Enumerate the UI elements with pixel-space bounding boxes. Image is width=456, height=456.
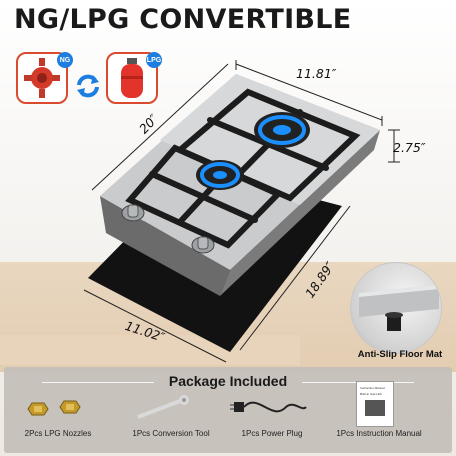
manual-cover-line1: Instruction Manual	[360, 386, 385, 390]
divider-left	[42, 382, 154, 383]
dimension-height: 2.75″	[393, 140, 426, 155]
dimension-top-width: 11.81″	[296, 66, 337, 81]
wrench-icon	[137, 395, 189, 419]
nozzles-icon	[27, 400, 81, 416]
convert-arrows-icon	[77, 74, 99, 98]
manual-cover-line2: Built-in Gas Hob	[360, 392, 382, 396]
rubber-foot-icon	[359, 285, 439, 331]
manual-icon: Instruction Manual Built-in Gas Hob	[356, 381, 394, 427]
cooktop-illustration	[83, 60, 400, 363]
floor-mat-label: Anti-Slip Floor Mat	[357, 349, 443, 360]
control-knobs	[121, 204, 215, 254]
package-item-label: 1Pcs Conversion Tool	[132, 429, 210, 438]
package-item-label: 1Pcs Instruction Manual	[336, 429, 422, 438]
lpg-cylinder-icon	[121, 58, 143, 98]
package-item-label: 2Pcs LPG Nozzles	[24, 429, 92, 438]
package-item-label: 1Pcs Power Plug	[241, 429, 303, 438]
power-plug-icon	[230, 401, 307, 413]
lpg-badge: LPG	[146, 52, 162, 68]
ng-regulator-icon	[24, 58, 60, 98]
floor-mat-closeup	[350, 262, 442, 354]
package-title: Package Included	[168, 373, 288, 389]
cabinet-front	[0, 335, 300, 365]
page-title: NG/LPG CONVERTIBLE	[14, 4, 352, 35]
ng-badge: NG	[57, 52, 73, 68]
